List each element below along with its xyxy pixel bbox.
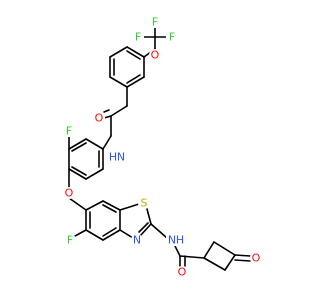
atom-label-o-amide1: O (95, 112, 104, 125)
atom-f-ring: F (63, 125, 75, 138)
atom-label-h-amide2: H (176, 234, 184, 247)
atom-o-amide1: O (93, 112, 105, 125)
atom-f3: F (132, 31, 144, 44)
bond-lines (68, 26, 251, 271)
atom-label-f3: F (135, 31, 141, 44)
atom-label-nh-amide1: N (117, 151, 125, 164)
atom-label-o-ketone: O (252, 252, 261, 265)
atom-label-o-ocf3: O (151, 49, 160, 62)
atom-labels: F F F O O N H F O (63, 16, 262, 279)
atom-label-f-ring: F (66, 125, 72, 138)
atom-n-thiazole: N (131, 234, 143, 247)
atom-o-ether: O (63, 187, 75, 200)
atom-label-h-amide1: H (109, 151, 117, 164)
atom-f1: F (149, 16, 161, 29)
atom-label-f-benzo: F (67, 234, 73, 247)
atom-f2: F (166, 31, 178, 44)
molecule-structure: F F F O O N H F O (63, 16, 262, 279)
atom-o-ocf3: O (149, 49, 161, 62)
atom-label-o-amide2: O (178, 266, 187, 279)
atom-o-amide2: O (176, 266, 188, 279)
atom-label-f2: F (169, 31, 175, 44)
atom-o-ketone: O (250, 252, 262, 265)
atom-label-f1: F (152, 16, 158, 29)
atom-label-o-ether: O (65, 187, 74, 200)
atom-nh-amide2: N H (166, 234, 186, 247)
atom-s-thiazole: S (138, 197, 150, 210)
atom-label-n-thiazole: N (133, 234, 141, 247)
atom-label-nh-amide2: N (168, 234, 176, 247)
atom-f-benzo: F (64, 234, 76, 247)
atom-label-s-thiazole: S (141, 197, 148, 210)
atom-nh-amide1: N H (107, 151, 127, 164)
